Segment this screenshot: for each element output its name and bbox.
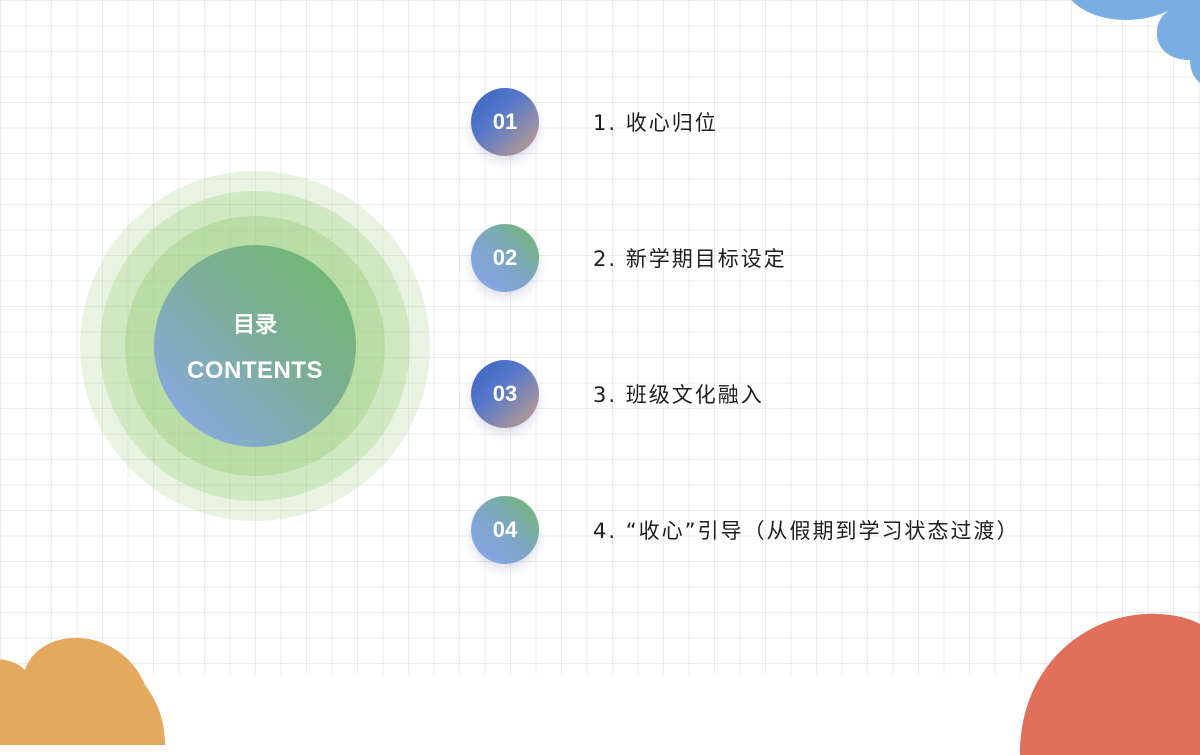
contents-title: 目录 [232,313,277,338]
toc-item-1[interactable]: 01 1. 收心归位 [471,88,1071,156]
blue-cloud-decoration [1071,0,1200,83]
contents-ring-graphic: 目录 CONTENTS [80,171,430,521]
toc-item-label: 3. 班级文化融入 [593,383,764,407]
toc-item-4[interactable]: 04 4. “收心”引导（从假期到学习状态过渡） [471,496,1071,564]
red-cloud-decoration [1020,613,1200,755]
toc-item-3[interactable]: 03 3. 班级文化融入 [471,360,1071,428]
toc-item-2[interactable]: 02 2. 新学期目标设定 [471,224,1071,292]
toc-item-label: 1. 收心归位 [593,111,718,135]
toc-number-badge: 02 [471,224,539,292]
toc-item-label: 2. 新学期目标设定 [593,247,787,271]
toc-item-label: 4. “收心”引导（从假期到学习状态过渡） [593,519,1020,543]
toc-number-badge: 01 [471,88,539,156]
toc-number-badge: 03 [471,360,539,428]
orange-cloud-decoration [0,638,165,745]
contents-subtitle: CONTENTS [187,357,323,384]
contents-badge: 目录 CONTENTS [154,245,356,447]
toc-number-badge: 04 [471,496,539,564]
